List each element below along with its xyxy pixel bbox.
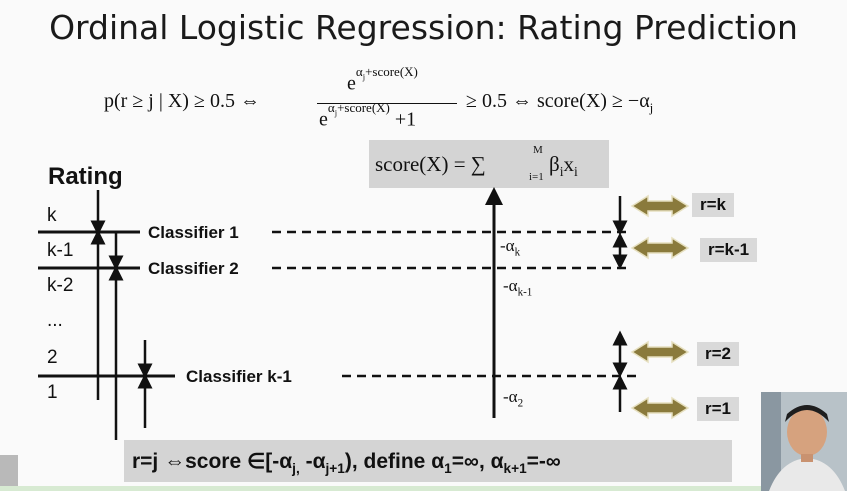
double-arrow-icon [630,194,690,420]
double-arrow-icon-2 [630,236,690,260]
formula-num-exp: αj+score(X) [355,64,418,82]
double-arrow-icon-3 [630,340,690,364]
score-formula-lhs: score(X) = ∑ [375,152,486,176]
alpha-2-label: -α2 [503,387,524,410]
formula-num: e [347,72,356,95]
rating-label-k: k [47,205,57,226]
rating-label-1: 1 [47,382,58,403]
r-label-1: r=1 [697,397,739,421]
classifier-2-label: Classifier 2 [148,259,239,278]
slide-title: Ordinal Logistic Regression: Rating Pred… [49,8,798,47]
r-label-2: r=2 [697,342,739,366]
alpha-k-label: -αk [500,236,521,259]
classifier-k-1-label: Classifier k-1 [186,367,292,386]
fraction-bar [317,103,457,104]
rating-label-k-1: k-1 [47,240,74,261]
bottom-rule-text: r=j ⇔score ∈[-αj, -αj+1), define α1=∞, α… [132,450,561,477]
bottom-strip [0,486,847,491]
formula-den-exp: αj+score(X) [327,100,390,118]
double-arrow-icon-1 [630,194,690,218]
formula-den: e [319,108,328,131]
rating-label-2: 2 [47,347,58,368]
webcam-video[interactable] [761,392,847,491]
formula-den-tail: +1 [394,108,417,131]
sum-top: M [533,144,543,156]
rating-label-k-2: k-2 [47,275,74,296]
r-label-k: r=k [692,193,734,217]
sum-bottom: i=1 [529,171,544,183]
corner-decoration [0,455,18,491]
double-arrow-icon-4 [630,396,690,420]
formula-top: p(r ≥ j | X) ≥ 0.5 ⇔ eαj+score(X) eαj+sc… [104,64,744,138]
rating-label-ellipsis: ... [47,310,63,331]
r-label-k-1: r=k-1 [700,238,758,262]
rating-heading: Rating [48,163,123,190]
formula-fraction: eαj+score(X) eαj+score(X) +1 [317,64,457,136]
formula-lhs: p(r ≥ j | X) ≥ 0.5 ⇔ [104,90,260,112]
score-formula-box: score(X) = ∑ M i=1 βixi [369,140,609,188]
bottom-rule-box: r=j ⇔score ∈[-αj, -αj+1), define α1=∞, α… [124,440,732,482]
classifier-1-label: Classifier 1 [148,223,239,242]
score-tail: βixi [549,152,578,180]
formula-rhs: ≥ 0.5 ⇔ score(X) ≥ −αj [466,90,654,115]
person-video-icon [761,392,847,491]
alpha-k-1-label: -αk-1 [503,276,533,299]
